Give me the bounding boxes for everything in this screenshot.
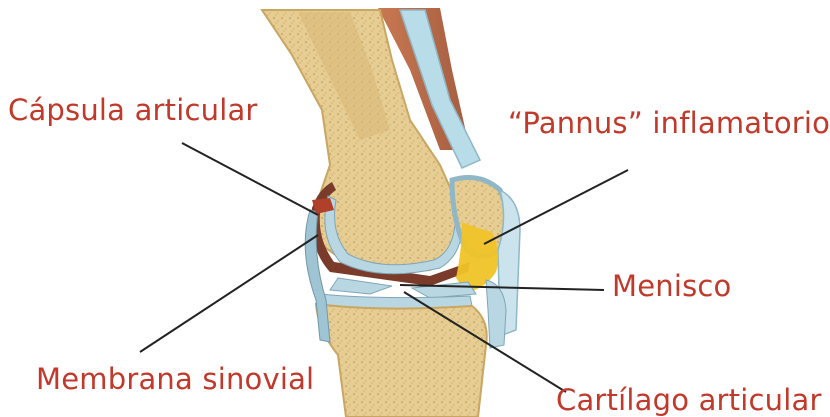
label-pannus-inflamatorio: “Pannus” inflamatorio <box>508 109 830 138</box>
label-cartilago-articular: Cartílago articular <box>556 386 822 415</box>
label-membrana-sinovial: Membrana sinovial <box>36 365 314 394</box>
tibia <box>316 304 487 417</box>
pannus-tissue <box>456 222 498 292</box>
pointer-membrana <box>140 235 318 352</box>
pointer-capsula <box>182 143 318 215</box>
label-capsula-articular: Cápsula articular <box>8 96 258 125</box>
label-menisco: Menisco <box>612 272 732 301</box>
meniscus <box>330 278 392 294</box>
